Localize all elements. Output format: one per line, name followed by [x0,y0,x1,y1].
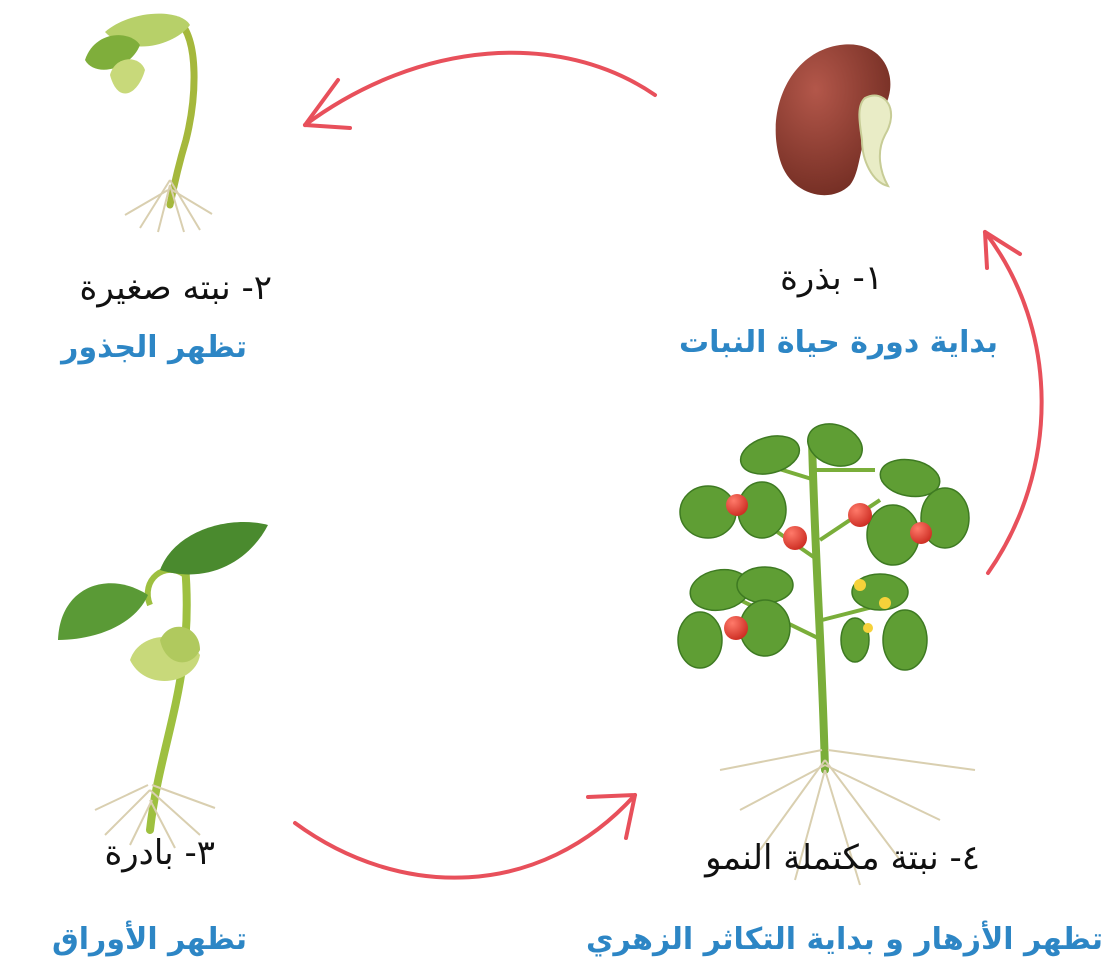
stage-2-title: ٢- نبته صغيرة [80,268,272,308]
stage-1-title: ١- بذرة [780,258,883,298]
arrow-seed-to-sprout [305,53,655,128]
stage-3-subtitle: تظهر الأوراق [52,922,247,957]
sprout-icon [85,14,212,232]
arrow-plant-to-seed [985,232,1042,573]
stage-4-subtitle: تظهر الأزهار و بداية التكاثر الزهري [586,922,1103,957]
bean-seed-icon [776,44,891,195]
arrow-seedling-to-plant [295,795,635,878]
seedling-icon [58,522,268,848]
stage-3-title: ٣- بادرة [104,833,215,873]
stage-1-subtitle: بداية دورة حياة النبات [679,325,998,360]
stage-2-subtitle: تظهر الجذور [61,330,247,365]
tomato-plant-icon [678,417,975,885]
stage-4-title: ٤- نبتة مكتملة النمو [705,838,980,878]
